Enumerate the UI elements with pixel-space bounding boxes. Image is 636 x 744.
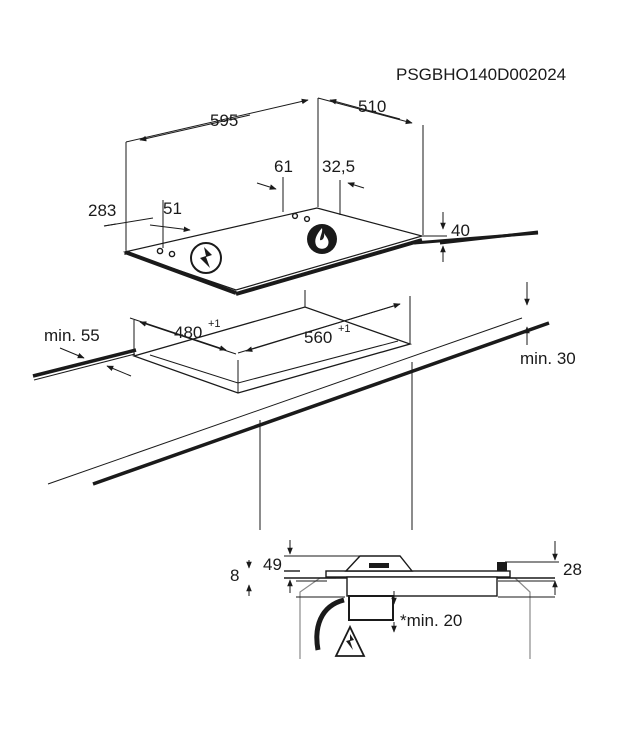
electrical-hazard-icon	[190, 242, 222, 274]
dimension-32-5-label: 32,5	[322, 157, 355, 176]
electrical-warning-triangle-icon	[334, 624, 366, 657]
dimension-40-label: 40	[451, 221, 470, 240]
dimension-480: 480 +1	[129, 317, 237, 355]
dimension-595-label: 595	[210, 111, 238, 130]
dimension-480-tolerance: +1	[208, 318, 221, 330]
dimension-min30-label: min. 30	[520, 349, 576, 368]
cross-section: *min. 20	[284, 555, 555, 659]
dimension-61-label: 61	[274, 157, 293, 176]
dimension-51: 51	[149, 199, 191, 248]
dimension-560-label: 560	[304, 328, 332, 347]
dimension-560-tolerance: +1	[338, 323, 351, 335]
dimension-min30: min. 30	[520, 282, 576, 368]
dimension-480-label: 480	[174, 323, 202, 342]
dimension-560: 560 +1	[237, 296, 411, 354]
dimension-283-label: 283	[88, 201, 116, 220]
dimension-283: 283	[88, 201, 154, 227]
dimension-51-label: 51	[163, 199, 182, 218]
dimension-28-label: 28	[563, 560, 582, 579]
hob-plate	[122, 207, 425, 296]
dimension-49: 49	[263, 540, 370, 593]
dimension-61: 61	[256, 157, 319, 212]
dimension-min20-label: *min. 20	[400, 611, 462, 630]
document-code: PSGBHO140D002024	[396, 65, 566, 84]
gas-flame-icon	[307, 224, 337, 254]
dimension-510: 510	[317, 97, 424, 235]
dimension-510-label: 510	[358, 97, 386, 116]
dimension-8: 8	[230, 560, 252, 596]
dimension-32-5: 32,5	[322, 157, 365, 215]
dimension-49-label: 49	[263, 555, 282, 574]
worktop	[32, 290, 550, 486]
dimension-min55: min. 55	[44, 326, 132, 377]
dimension-40: 40	[423, 212, 470, 262]
dimension-8-label: 8	[230, 566, 239, 585]
dimension-min55-label: min. 55	[44, 326, 100, 345]
dimension-28: 28	[505, 541, 582, 595]
